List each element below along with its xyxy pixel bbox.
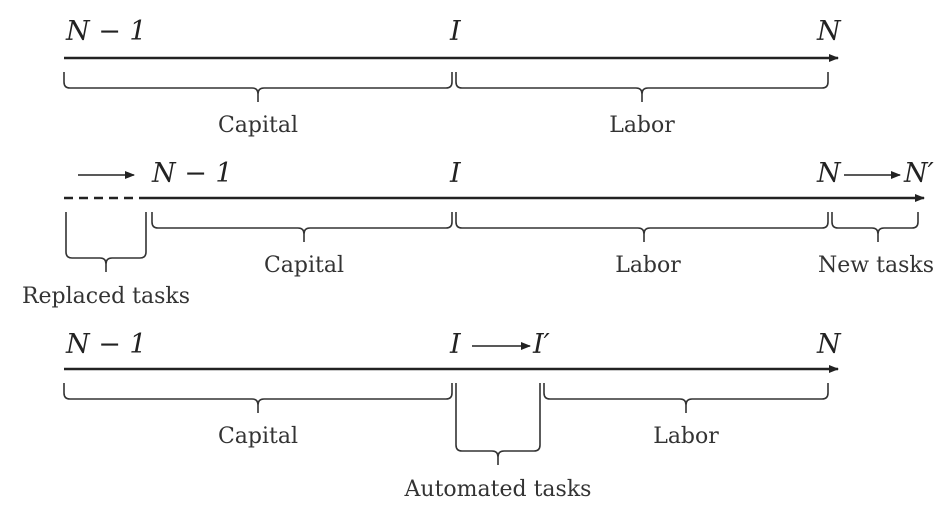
panel-automation: N − 1 I I′ N Capital Labor Automated tas… xyxy=(63,329,842,502)
replaced-tasks-label: Replaced tasks xyxy=(22,284,190,309)
label-i: I xyxy=(449,329,462,360)
label-n: N xyxy=(816,329,842,360)
label-n-minus-1: N − 1 xyxy=(65,16,147,47)
label-n-prime: N′ xyxy=(903,158,934,189)
panel-baseline: N − 1 I N Capital Labor xyxy=(63,16,842,138)
label-i-prime: I′ xyxy=(532,329,550,360)
replaced-tasks-brace xyxy=(65,212,147,272)
label-n: N xyxy=(816,16,842,47)
labor-label: Labor xyxy=(609,113,675,138)
label-n-minus-1: N − 1 xyxy=(151,158,233,189)
label-n: N xyxy=(816,158,842,189)
capital-label: Capital xyxy=(218,424,298,449)
capital-label: Capital xyxy=(218,113,298,138)
label-i: I xyxy=(449,16,462,47)
automated-tasks-brace xyxy=(455,383,541,465)
labor-brace xyxy=(543,383,829,413)
new-tasks-brace xyxy=(831,212,919,242)
capital-brace xyxy=(63,72,453,102)
capital-brace xyxy=(151,212,453,242)
label-i: I xyxy=(449,158,462,189)
labor-label: Labor xyxy=(653,424,719,449)
capital-brace xyxy=(63,383,453,413)
capital-label: Capital xyxy=(264,253,344,278)
new-tasks-label: New tasks xyxy=(818,253,934,278)
labor-label: Labor xyxy=(615,253,681,278)
labor-brace xyxy=(455,212,829,242)
label-n-minus-1: N − 1 xyxy=(65,329,147,360)
panel-new-tasks: N − 1 I N N′ Capital Labor New tasks Rep… xyxy=(22,158,934,309)
automated-tasks-label: Automated tasks xyxy=(404,477,592,502)
labor-brace xyxy=(455,72,829,102)
